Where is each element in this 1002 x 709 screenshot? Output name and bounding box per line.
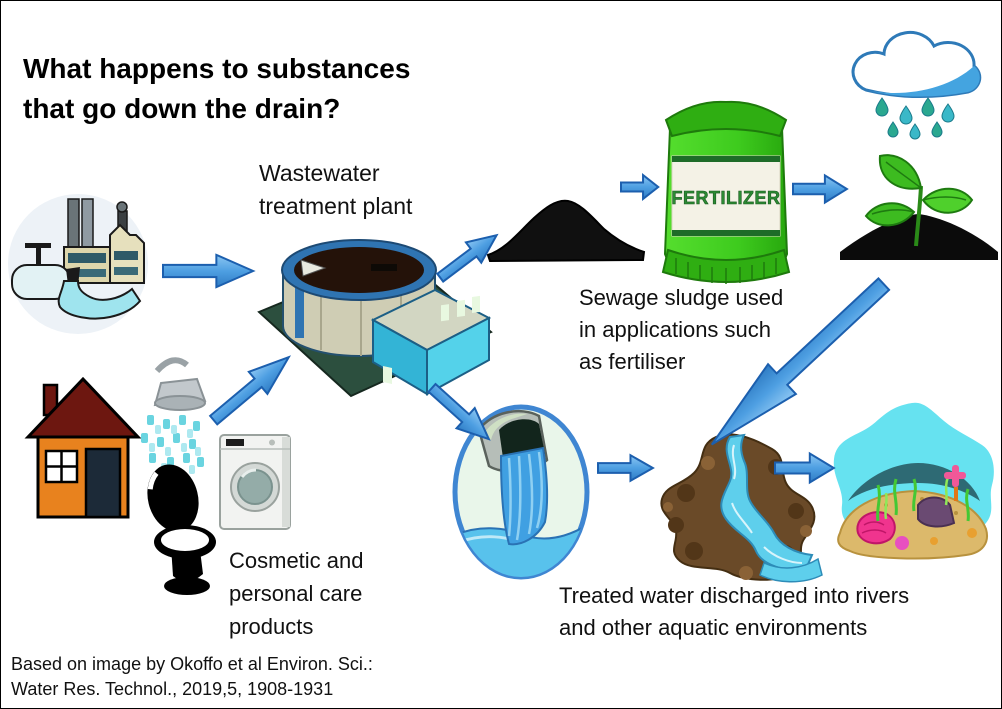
arrow-seedling-to-river (692, 267, 900, 466)
washing-machine-icon (219, 434, 291, 530)
arrow-fertilizer-to-seedling (793, 173, 848, 205)
fertilizer-bag-text: FERTILIZER (672, 188, 781, 208)
arrow-plant-to-sludge (431, 222, 507, 289)
cosmetic-products-label: Cosmetic and personal care products (229, 548, 364, 639)
fertilizer-bag-icon: FERTILIZER (661, 100, 791, 284)
sewage-sludge-label: Sewage sludge used in applications such … (579, 285, 784, 374)
arrow-plant-to-outfall (421, 376, 500, 452)
arrow-river-to-reef (775, 451, 835, 485)
sludge-pile-icon (486, 199, 646, 263)
house-icon (24, 376, 142, 519)
shower-icon (141, 357, 207, 483)
reef-icon (833, 402, 994, 560)
factory-icon (8, 194, 148, 334)
treatment-plant-label: Wastewater treatment plant (259, 160, 413, 220)
treatment-plant-icon (257, 239, 493, 398)
arrow-outfall-to-river (598, 453, 654, 483)
seedling-icon (840, 154, 998, 260)
arrow-factory-to-plant (163, 252, 255, 290)
raindrops (875, 97, 955, 140)
rain-cloud-icon (851, 30, 982, 140)
outfall-pipe-icon (452, 404, 590, 580)
citation: Based on image by Okoffo et al Environ. … (11, 654, 373, 700)
page-title: What happens to substances that go down … (23, 53, 411, 125)
arrow-sludge-to-fertilizer (621, 173, 659, 201)
toilet-icon (147, 464, 216, 595)
arrow-household-to-plant (203, 343, 301, 433)
treated-water-label: Treated water discharged into rivers and… (559, 583, 910, 640)
